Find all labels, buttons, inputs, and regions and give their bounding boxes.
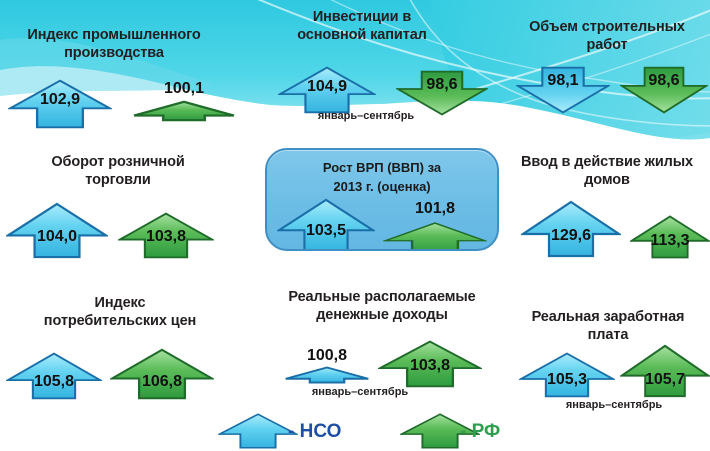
value-rf: 105,7 [644, 371, 686, 388]
value-nso: 103,5 [305, 222, 347, 239]
block-title: Оборот розничной торговли [51, 154, 185, 189]
value-nso: 102,9 [39, 91, 81, 108]
value-nso: 105,3 [546, 371, 588, 388]
legend-label-nso: - НСО [288, 421, 342, 442]
gdp-growth-title: Рост ВРП (ВВП) за 2013 г. (оценка) [322, 160, 442, 194]
value-nso: 105,8 [33, 373, 75, 390]
arrow-nso-up [284, 366, 370, 384]
value-nso: 104,0 [36, 228, 78, 245]
value-rf: 103,8 [409, 357, 451, 374]
legend: - НСО - РФ [0, 408, 710, 451]
value-rf: 100,1 [163, 80, 205, 97]
block-title: Объем строительных работ [529, 19, 685, 54]
block-title: Реальные располагаемые денежные доходы [288, 289, 476, 324]
value-nso: 98,1 [547, 72, 579, 89]
value-nso: 129,6 [550, 227, 592, 244]
value-nso: 100,8 [306, 347, 348, 364]
gdp-growth-highlight-box: Рост ВРП (ВВП) за 2013 г. (оценка) 103,5… [265, 148, 499, 251]
arrow-rf-up [132, 100, 236, 122]
value-rf: 98,6 [648, 72, 680, 89]
value-nso: 104,9 [306, 78, 348, 95]
block-title: Инвестиции в основной капитал [297, 9, 427, 44]
value-rf: 106,8 [141, 373, 183, 390]
legend-arrow-nso [218, 413, 298, 449]
value-rf: 113,3 [650, 232, 690, 249]
block-title: Индекс промышленного производства [27, 27, 201, 62]
block-note: январь–сентябрь [311, 386, 409, 398]
value-rf: 98,6 [426, 76, 458, 93]
block-note: январь–сентябрь [317, 110, 415, 122]
legend-label-rf: - РФ [460, 421, 501, 442]
value-rf: 103,8 [145, 228, 187, 245]
block-note: январь–сентябрь [565, 399, 663, 411]
value-rf: 101,8 [414, 200, 456, 217]
arrow-rf-up [383, 222, 487, 251]
block-title: Реальная заработная плата [531, 309, 685, 344]
block-title: Индекс потребительских цен [43, 295, 197, 330]
block-title: Ввод в действие жилых домов [520, 154, 694, 189]
